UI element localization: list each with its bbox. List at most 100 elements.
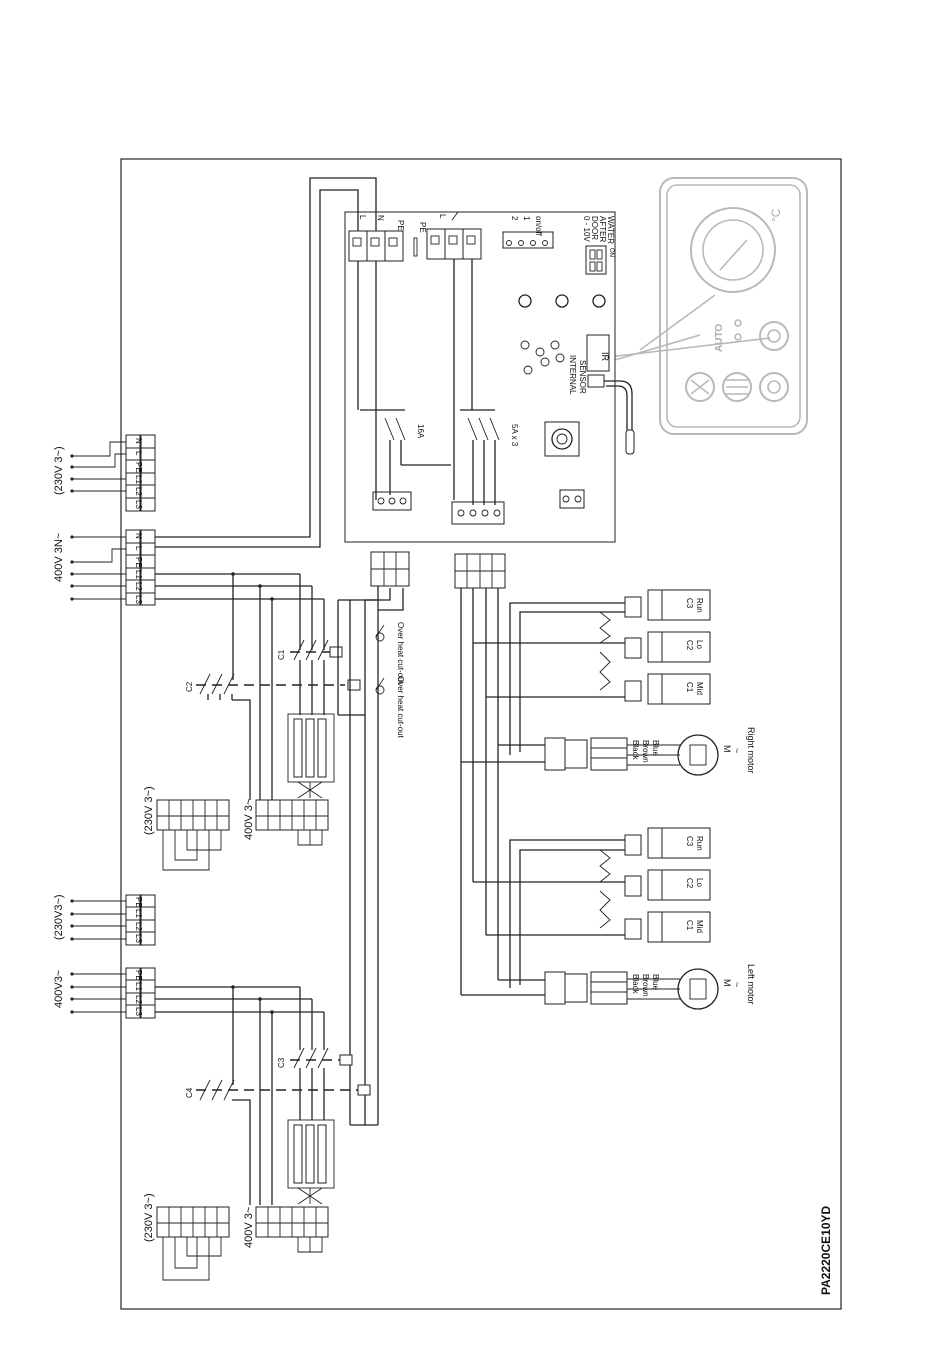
sensor-label-2: SENSOR bbox=[578, 360, 587, 394]
heater-terminal-400-lower bbox=[255, 1206, 329, 1253]
wire-brown-l: Brown bbox=[641, 974, 650, 997]
diagram-frame bbox=[120, 158, 842, 1310]
heater-terminal-230-upper bbox=[156, 799, 230, 871]
drawing-code: PA2220CE10YD bbox=[819, 1206, 833, 1295]
tb2-l: L bbox=[134, 546, 143, 551]
tb1-l1: L1 bbox=[134, 475, 143, 484]
board-switch-l: L bbox=[438, 214, 447, 219]
contactor-c2 bbox=[196, 673, 361, 695]
wire-brown-r: Brown bbox=[641, 740, 650, 763]
overheat-label-2: Over heat cut-out bbox=[396, 676, 405, 739]
right-motor-symbol: M bbox=[722, 745, 732, 753]
motor-connector-right: Black Brown Blue bbox=[544, 737, 680, 771]
tb2-pe: PE bbox=[134, 557, 143, 568]
capacitor-group-right: C3 Run C2 Lo C1 Mid bbox=[624, 589, 711, 705]
relay-16a-label: 16A bbox=[416, 424, 425, 439]
contactor-c3-label: C3 bbox=[277, 1057, 286, 1068]
heater-label-230-upper: (230V 3~) bbox=[143, 786, 155, 835]
cap-l-2-speed: Lo bbox=[695, 878, 704, 887]
tb3-l3: L3 bbox=[134, 934, 143, 943]
heater-label-400-upper: 400V 3~ bbox=[243, 799, 255, 840]
inputs-label-1: 0 - 10V bbox=[582, 216, 591, 242]
terminal-block-400v-mid: PE L1 L2 L3 bbox=[125, 967, 156, 1019]
tb1-l: L bbox=[134, 451, 143, 456]
contactor-c1-label: C1 bbox=[277, 649, 286, 660]
heater-label-230-lower: (230V 3~) bbox=[143, 1193, 155, 1242]
terminal-block-230v-top: N L PE L1 L2 L3 bbox=[125, 434, 156, 512]
board-terminal-l: L bbox=[358, 215, 367, 220]
tb4-l2: L2 bbox=[134, 995, 143, 1004]
cap-r-1-speed: Run bbox=[695, 598, 704, 613]
left-motor: M ~ Left motor bbox=[677, 964, 756, 1010]
board-input-1: 1 bbox=[522, 216, 531, 221]
tb1-pe: PE bbox=[134, 462, 143, 473]
heater-label-400-lower: 400V 3~ bbox=[243, 1207, 255, 1248]
contactor-c3 bbox=[290, 1047, 353, 1069]
cap-l-3-speed: Mid bbox=[695, 920, 704, 933]
left-motor-ac: ~ bbox=[732, 982, 742, 987]
heater-elements-upper bbox=[287, 713, 335, 799]
ir-label: IR bbox=[600, 352, 610, 362]
control-board: PE N L PE L 2 1 on/off 0 - 10V DOOR AFTE… bbox=[344, 211, 635, 543]
inputs-label-4: WATER bbox=[606, 216, 615, 244]
tb1-l2: L2 bbox=[134, 487, 143, 496]
tb4-l3: L3 bbox=[134, 1007, 143, 1016]
cap-l-1-speed: Run bbox=[695, 836, 704, 851]
tb1-n: N bbox=[134, 438, 143, 444]
remote-auto-label: AUTO bbox=[714, 324, 725, 352]
supply-label-230-mid: (230V3~) bbox=[53, 894, 65, 940]
cap-r-3-speed: Mid bbox=[695, 682, 704, 695]
motor-connector-left: Black Brown Blue bbox=[544, 971, 680, 1005]
terminal-block-230v-mid: PE L1 L2 L3 bbox=[125, 894, 156, 946]
terminal-block-400v3n: N L PE L1 L2 L3 bbox=[125, 529, 156, 606]
wire-black-l: Black bbox=[631, 974, 640, 995]
tb4-pe: PE bbox=[134, 970, 143, 981]
dip-on-label: ON bbox=[608, 248, 614, 257]
status-leds bbox=[520, 340, 565, 375]
tb2-l1: L1 bbox=[134, 570, 143, 579]
contactor-c1 bbox=[290, 639, 343, 661]
heater-terminal-400-upper bbox=[255, 799, 329, 846]
board-input-2: 2 bbox=[510, 216, 519, 221]
left-motor-symbol: M bbox=[722, 979, 732, 987]
supply-label-400-mid: 400V3~ bbox=[53, 970, 65, 1008]
heater-terminal-230-lower bbox=[156, 1206, 230, 1281]
cap-r-1-c: C3 bbox=[685, 598, 694, 609]
board-pe-label: PE bbox=[418, 222, 427, 233]
tb2-n: N bbox=[134, 533, 143, 539]
cap-l-3-c: C1 bbox=[685, 920, 694, 931]
supply-label-400n: 400V 3N~ bbox=[53, 533, 65, 582]
cap-l-2-c: C2 bbox=[685, 878, 694, 889]
sensor-label-1: INTERNAL bbox=[568, 355, 577, 395]
remote-control-panel: AUTO °C bbox=[599, 177, 808, 435]
remote-unit-label: °C bbox=[769, 208, 783, 222]
board-input-onoff: on/off bbox=[534, 216, 543, 237]
inputs-label-3: AFTER bbox=[598, 216, 607, 242]
overheat-cutouts: Over heat cut-out Over heat cut-out bbox=[375, 622, 405, 739]
cap-r-2-speed: Lo bbox=[695, 640, 704, 649]
wire-black-r: Black bbox=[631, 740, 640, 761]
cap-l-1-c: C3 bbox=[685, 836, 694, 847]
contactor-c4 bbox=[196, 1079, 371, 1101]
tb3-l2: L2 bbox=[134, 922, 143, 931]
tb1-l3: L3 bbox=[134, 500, 143, 509]
tb4-l1: L1 bbox=[134, 982, 143, 991]
right-motor-ac: ~ bbox=[732, 748, 742, 753]
left-motor-label: Left motor bbox=[746, 964, 756, 1005]
cap-r-2-c: C2 bbox=[685, 640, 694, 651]
overheat-label-1: Over heat cut-out bbox=[396, 622, 405, 685]
board-terminal-pe: PE bbox=[396, 220, 405, 231]
tb3-pe: PE bbox=[134, 897, 143, 908]
wire-blue-l: Blue bbox=[651, 974, 660, 991]
inputs-label-2: DOOR bbox=[590, 216, 599, 240]
contactor-c2-label: C2 bbox=[185, 681, 194, 692]
heater-elements-lower bbox=[287, 1119, 335, 1205]
supply-label-230-top: (230V 3~) bbox=[53, 446, 65, 495]
tb2-l2: L2 bbox=[134, 582, 143, 591]
right-motor-label: Right motor bbox=[746, 727, 756, 774]
contactor-c4-label: C4 bbox=[185, 1087, 194, 1098]
cap-r-3-c: C1 bbox=[685, 682, 694, 693]
wire-blue-r: Blue bbox=[651, 740, 660, 757]
tb2-l3: L3 bbox=[134, 595, 143, 604]
